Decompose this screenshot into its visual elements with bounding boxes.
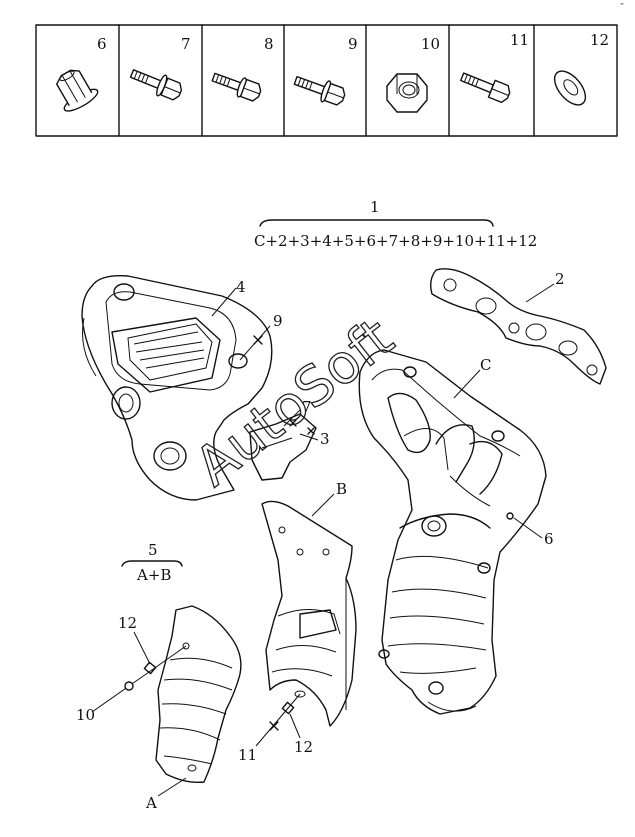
leader-4 — [211, 287, 237, 317]
leader-12-left — [133, 631, 151, 665]
cross-marker — [307, 427, 315, 435]
fastener-table: 6 7 8 9 10 11 12 — [35, 24, 618, 137]
leader-c — [453, 369, 481, 399]
flange-bolt-icon — [211, 72, 262, 102]
callout-c: C — [480, 356, 491, 374]
washer-icon — [553, 70, 587, 106]
callout-12-left: 12 — [118, 614, 137, 632]
hex-nut-icon — [386, 73, 428, 113]
leader-a — [157, 777, 187, 797]
leader-b — [311, 493, 335, 517]
table-cell-number: 8 — [264, 35, 274, 53]
table-cell-number: 9 — [348, 35, 358, 53]
table-cell-number: 11 — [510, 31, 529, 49]
subassembly-bracket: 5 A+B — [121, 541, 183, 584]
table-cell-number: 12 — [590, 31, 609, 49]
leader-3 — [299, 433, 319, 441]
leader-10 — [91, 645, 187, 713]
fastener-table-border — [35, 24, 618, 137]
leader-11 — [255, 693, 301, 747]
callout-b: B — [336, 480, 347, 498]
assembly-bracket: 1 C+2+3+4+5+6+7+8+9+10+11+12 — [254, 198, 537, 250]
cross-marker — [289, 419, 297, 427]
subassembly-formula: A+B — [136, 566, 171, 584]
callout-a: A — [145, 794, 157, 812]
callout-10: 10 — [76, 706, 95, 724]
flange-bolt-icon — [293, 75, 346, 106]
leader-7 — [283, 409, 301, 427]
manifold-gasket — [429, 268, 607, 385]
callout-6: 6 — [544, 530, 554, 548]
washer-marker — [143, 661, 157, 675]
upper-heat-shield — [81, 275, 273, 501]
table-cell-number: 10 — [421, 35, 440, 53]
callout-4: 4 — [236, 278, 246, 296]
assembly-formula: C+2+3+4+5+6+7+8+9+10+11+12 — [254, 232, 537, 250]
leader-6 — [513, 517, 543, 539]
subassembly-number: 5 — [148, 541, 158, 559]
table-cell-number: 6 — [97, 35, 107, 53]
bolt-with-washer-icon — [129, 69, 183, 101]
small-bracket — [249, 413, 317, 481]
cross-marker — [253, 335, 263, 345]
leader-12-lower — [289, 713, 301, 739]
callout-12-lower: 12 — [294, 738, 313, 756]
watermark-logo: AutoSoft — [183, 306, 405, 498]
corner-mark: ” — [620, 2, 624, 11]
flange-nut-icon — [56, 69, 99, 112]
callout-7: 7 — [302, 398, 312, 416]
hex-bolt-icon — [459, 72, 511, 104]
exhaust-manifold — [358, 349, 547, 715]
cross-marker — [269, 721, 279, 731]
callout-11: 11 — [238, 746, 257, 764]
callout-9: 9 — [273, 312, 283, 330]
nut-marker — [124, 681, 134, 691]
heat-shield-a — [155, 605, 242, 784]
leader-2 — [525, 283, 555, 303]
callout-2: 2 — [555, 270, 565, 288]
table-cell-number: 7 — [181, 35, 191, 53]
heat-shield-b — [261, 500, 357, 727]
callout-3: 3 — [320, 430, 330, 448]
assembly-number: 1 — [370, 198, 380, 216]
nut-marker — [506, 512, 514, 520]
